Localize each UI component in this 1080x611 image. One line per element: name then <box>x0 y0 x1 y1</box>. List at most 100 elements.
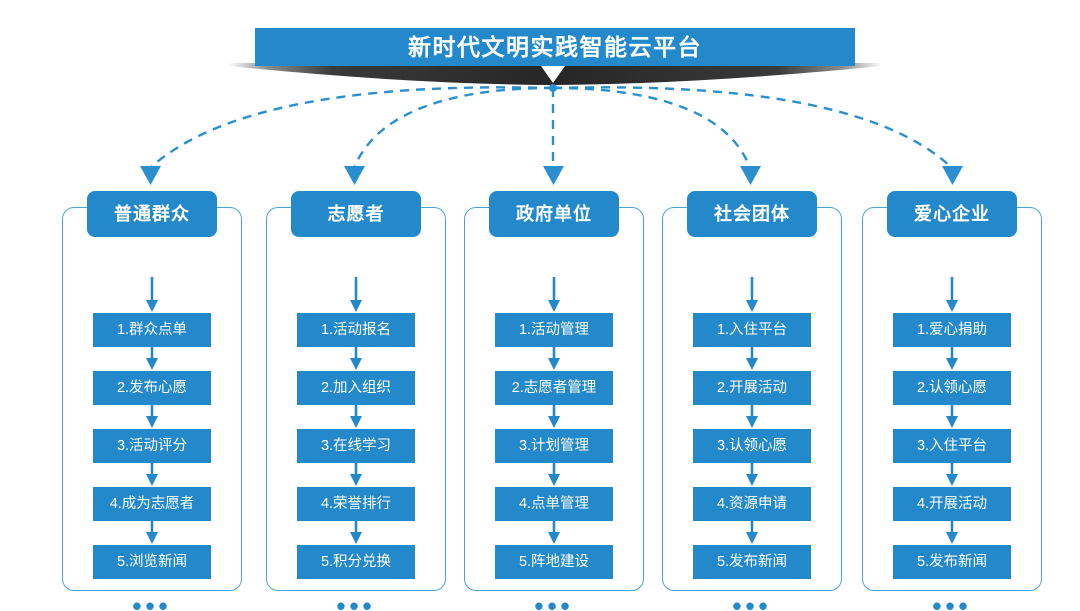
step-item[interactable]: 5.发布新闻 <box>693 545 811 579</box>
column-header-label: 社会团体 <box>714 204 790 224</box>
step-label: 2.开展活动 <box>716 379 788 396</box>
step-label: 2.志愿者管理 <box>511 379 597 396</box>
step-arrow <box>297 277 415 313</box>
step-arrow <box>693 347 811 371</box>
step-item[interactable]: 1.活动报名 <box>297 313 415 347</box>
role-column-政府单位: 政府单位 1.活动管理 2.志愿者管理 3.计划管理 4.点单管理 <box>464 191 644 611</box>
step-arrow <box>297 405 415 429</box>
step-item[interactable]: 2.加入组织 <box>297 371 415 405</box>
column-header-2[interactable]: 志愿者 <box>291 191 421 237</box>
role-column-爱心企业: 爱心企业 1.爱心捐助 2.认领心愿 3.入住平台 4.开展活动 <box>862 191 1042 611</box>
step-arrow <box>297 521 415 545</box>
step-label: 2.加入组织 <box>320 379 392 396</box>
step-item[interactable]: 3.计划管理 <box>495 429 613 463</box>
step-label: 5.积分兑换 <box>320 553 392 570</box>
step-arrow <box>93 347 211 371</box>
step-item[interactable]: 1.活动管理 <box>495 313 613 347</box>
step-item[interactable]: 5.阵地建设 <box>495 545 613 579</box>
more-items-ellipsis: ••• <box>534 591 574 611</box>
step-label: 3.活动评分 <box>116 437 188 454</box>
step-label: 2.发布心愿 <box>116 379 188 396</box>
step-item[interactable]: 2.认领心愿 <box>893 371 1011 405</box>
step-item[interactable]: 1.群众点单 <box>93 313 211 347</box>
column-header-label: 志愿者 <box>327 204 385 224</box>
step-label: 5.阵地建设 <box>518 553 590 570</box>
column-header-label: 爱心企业 <box>914 204 990 224</box>
step-arrow <box>93 521 211 545</box>
step-item[interactable]: 2.发布心愿 <box>93 371 211 405</box>
step-label: 1.入住平台 <box>716 321 788 338</box>
step-arrow <box>297 347 415 371</box>
step-arrow <box>495 521 613 545</box>
step-label: 3.在线学习 <box>320 437 392 454</box>
step-item[interactable]: 4.点单管理 <box>495 487 613 521</box>
step-label: 3.入住平台 <box>916 437 988 454</box>
step-label: 4.资源申请 <box>716 495 788 512</box>
step-item[interactable]: 5.浏览新闻 <box>93 545 211 579</box>
step-label: 1.爱心捐助 <box>916 321 988 338</box>
step-arrow <box>93 463 211 487</box>
step-arrow <box>495 405 613 429</box>
role-column-普通群众: 普通群众 1.群众点单 2.发布心愿 3.活动评分 4.成为志愿者 <box>62 191 242 611</box>
step-label: 3.认领心愿 <box>716 437 788 454</box>
step-arrow <box>297 463 415 487</box>
arrowhead-col-4 <box>740 166 761 185</box>
step-label: 4.成为志愿者 <box>109 495 195 512</box>
step-item[interactable]: 2.志愿者管理 <box>495 371 613 405</box>
step-item[interactable]: 1.爱心捐助 <box>893 313 1011 347</box>
step-arrow <box>693 277 811 313</box>
step-item[interactable]: 4.开展活动 <box>893 487 1011 521</box>
arrowhead-col-2 <box>344 166 365 185</box>
column-header-4[interactable]: 社会团体 <box>687 191 817 237</box>
platform-title-bar: 新时代文明实践智能云平台 <box>255 28 855 66</box>
step-item[interactable]: 4.资源申请 <box>693 487 811 521</box>
step-arrow <box>93 405 211 429</box>
step-arrow <box>693 405 811 429</box>
more-items-ellipsis: ••• <box>132 591 172 611</box>
step-arrow <box>495 347 613 371</box>
arrowhead-col-1 <box>140 166 161 185</box>
column-header-5[interactable]: 爱心企业 <box>887 191 1017 237</box>
step-label: 2.认领心愿 <box>916 379 988 396</box>
arrowhead-col-3 <box>543 166 564 185</box>
arrowhead-col-5 <box>942 166 963 185</box>
role-column-社会团体: 社会团体 1.入住平台 2.开展活动 3.认领心愿 4.资源申请 <box>662 191 842 611</box>
step-arrow <box>893 405 1011 429</box>
step-label: 4.开展活动 <box>916 495 988 512</box>
column-header-label: 普通群众 <box>114 204 190 224</box>
step-item[interactable]: 4.成为志愿者 <box>93 487 211 521</box>
step-label: 4.荣誉排行 <box>320 495 392 512</box>
step-label: 1.活动管理 <box>518 321 590 338</box>
step-item[interactable]: 5.发布新闻 <box>893 545 1011 579</box>
connector-to-col-5 <box>552 86 953 169</box>
step-arrow <box>893 463 1011 487</box>
step-item[interactable]: 3.活动评分 <box>93 429 211 463</box>
role-column-志愿者: 志愿者 1.活动报名 2.加入组织 3.在线学习 4.荣誉排行 <box>266 191 446 611</box>
step-item[interactable]: 3.认领心愿 <box>693 429 811 463</box>
column-header-1[interactable]: 普通群众 <box>87 191 217 237</box>
step-label: 4.点单管理 <box>518 495 590 512</box>
more-items-ellipsis: ••• <box>732 591 772 611</box>
step-arrow <box>693 463 811 487</box>
step-item[interactable]: 3.在线学习 <box>297 429 415 463</box>
column-items: 1.爱心捐助 2.认领心愿 3.入住平台 4.开展活动 5.发布新闻 ••• <box>862 277 1042 611</box>
connector-to-col-4 <box>552 86 752 169</box>
step-item[interactable]: 4.荣誉排行 <box>297 487 415 521</box>
step-item[interactable]: 1.入住平台 <box>693 313 811 347</box>
column-items: 1.群众点单 2.发布心愿 3.活动评分 4.成为志愿者 5.浏览新闻 ••• <box>62 277 242 611</box>
step-item[interactable]: 3.入住平台 <box>893 429 1011 463</box>
column-items: 1.入住平台 2.开展活动 3.认领心愿 4.资源申请 5.发布新闻 ••• <box>662 277 842 611</box>
connector-to-col-1 <box>149 86 554 169</box>
step-arrow <box>893 277 1011 313</box>
step-arrow <box>893 521 1011 545</box>
step-arrow <box>693 521 811 545</box>
more-items-ellipsis: ••• <box>932 591 972 611</box>
title-ribbon <box>228 63 882 85</box>
column-header-3[interactable]: 政府单位 <box>489 191 619 237</box>
step-label: 3.计划管理 <box>518 437 590 454</box>
step-item[interactable]: 5.积分兑换 <box>297 545 415 579</box>
column-items: 1.活动报名 2.加入组织 3.在线学习 4.荣誉排行 5.积分兑换 ••• <box>266 277 446 611</box>
more-items-ellipsis: ••• <box>336 591 376 611</box>
step-item[interactable]: 2.开展活动 <box>693 371 811 405</box>
